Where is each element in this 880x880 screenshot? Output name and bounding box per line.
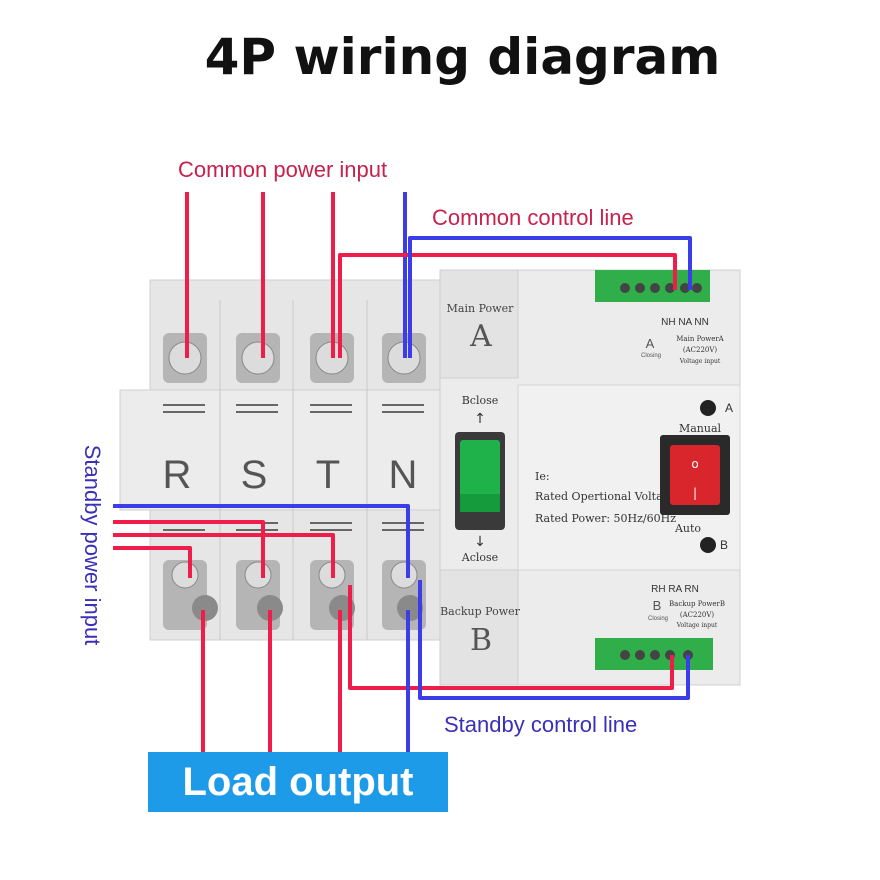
indicator-a-label: A bbox=[725, 401, 733, 415]
terminal-a-letter: A bbox=[646, 336, 655, 351]
aclose-label: Aclose bbox=[461, 551, 498, 564]
terminal-b-pins: RH RA RN bbox=[651, 584, 699, 595]
arrow-up-icon: ↑ bbox=[474, 411, 486, 427]
indicator-b-led bbox=[700, 537, 716, 553]
pole-label-t: T bbox=[316, 453, 340, 497]
terminal-b-line1: Backup PowerB bbox=[669, 600, 725, 608]
terminal-b-line3: Voltage input bbox=[676, 622, 718, 629]
arrow-down-icon: ↓ bbox=[474, 534, 486, 550]
manual-label: Manual bbox=[679, 422, 722, 435]
common-power-wires bbox=[185, 192, 407, 358]
rocker-on-icon: | bbox=[693, 486, 697, 500]
rocker-off-icon: o bbox=[691, 457, 698, 471]
page-title: 4P wiring diagram bbox=[204, 28, 721, 86]
manual-auto-rocker-switch[interactable] bbox=[670, 445, 720, 505]
main-power-title: Main Power bbox=[447, 302, 514, 315]
bclose-label: Bclose bbox=[462, 394, 499, 407]
spec-ie: Ie: bbox=[535, 470, 550, 483]
standby-control-line-label: Standby control line bbox=[444, 712, 638, 737]
spec-power: Rated Power: 50Hz/60Hz bbox=[535, 512, 676, 525]
indicator-b-label: B bbox=[720, 538, 728, 552]
terminal-a-line2: (AC220V) bbox=[683, 346, 718, 354]
standby-power-wires bbox=[113, 504, 410, 578]
load-output-wires bbox=[201, 610, 410, 752]
terminal-b-closing: Closing bbox=[648, 616, 668, 622]
main-power-letter: A bbox=[469, 319, 492, 354]
controller-module: Main Power A Backup Power B Bclose ↑ ↓ A… bbox=[439, 269, 741, 686]
backup-power-title: Backup Power bbox=[440, 605, 521, 618]
pole-label-s: S bbox=[241, 453, 268, 497]
common-control-wires bbox=[338, 236, 692, 358]
terminal-a-closing: Closing bbox=[641, 353, 661, 359]
common-control-line-label: Common control line bbox=[432, 205, 634, 230]
terminal-a-pins: NH NA NN bbox=[661, 317, 709, 328]
backup-power-letter: B bbox=[470, 623, 492, 658]
pole-label-n: N bbox=[389, 453, 418, 497]
terminal-b-line2: (AC220V) bbox=[680, 611, 715, 619]
standby-control-wires bbox=[348, 580, 690, 700]
terminal-a-line1: Main PowerA bbox=[676, 335, 724, 343]
breaker-body: R S T N bbox=[119, 279, 441, 641]
common-power-input-label: Common power input bbox=[178, 157, 388, 182]
pole-label-r: R bbox=[163, 453, 192, 497]
standby-power-input-label: Standby power input bbox=[80, 444, 105, 646]
auto-label: Auto bbox=[674, 522, 701, 535]
terminal-a-line3: Voltage input bbox=[679, 358, 721, 365]
terminal-b-letter: B bbox=[653, 598, 662, 613]
load-output-banner: Load output bbox=[148, 752, 448, 812]
indicator-a-led bbox=[700, 400, 716, 416]
